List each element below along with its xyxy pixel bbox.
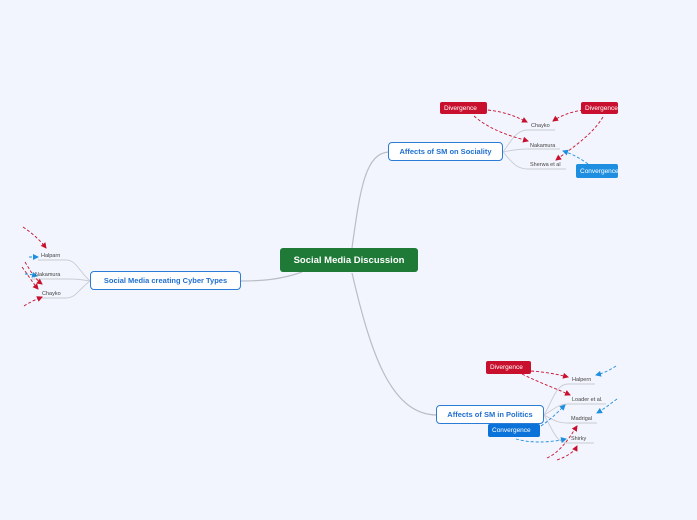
convergence-link: [24, 271, 38, 278]
leaf-halparn[interactable]: Halparn: [41, 253, 61, 259]
connector-politics-madrigal: [543, 414, 597, 424]
branch-politics: [351, 272, 438, 416]
divergence-link: [23, 296, 43, 307]
leaf-madrigal[interactable]: Madrigal: [571, 416, 593, 422]
divergence-link: [556, 445, 578, 461]
convergence-link: [562, 149, 589, 165]
connector-cyber-halparn: [38, 259, 91, 282]
convergence-tag[interactable]: Convergence: [576, 164, 618, 178]
leaf-nakamura[interactable]: Nakamura: [35, 272, 61, 278]
topic-cyber-types[interactable]: Social Media creating Cyber Types: [90, 271, 241, 290]
convergence-link: [540, 404, 566, 427]
connector-sociality-chayko: [502, 129, 555, 153]
central-topic[interactable]: Social Media Discussion: [280, 248, 418, 272]
topic-politics[interactable]: Affects of SM in Politics: [436, 405, 544, 424]
topic-sociality[interactable]: Affects of SM on Sociality: [388, 142, 503, 161]
leaf-shirky[interactable]: Shirky: [571, 436, 587, 442]
connector-cyber-chayko: [38, 280, 91, 299]
connector-cyber-nakamura: [32, 278, 91, 282]
divergence-link: [21, 266, 39, 290]
divergence-link: [546, 425, 578, 459]
convergence-link: [595, 365, 617, 377]
divergence-tag[interactable]: Divergence: [486, 361, 531, 374]
leaf-sherwa-et-al[interactable]: Sherwa et al: [530, 162, 561, 168]
leaf-chayko[interactable]: Chayko: [42, 291, 61, 297]
convergence-link: [515, 437, 567, 444]
leaf-loader-et-al[interactable]: Loader et al.: [572, 397, 603, 403]
divergence-link: [487, 109, 528, 123]
divergence-tag[interactable]: Divergence: [440, 102, 487, 114]
divergence-link: [521, 373, 571, 396]
connector-politics-shirky: [543, 414, 594, 444]
connector-sociality-sherwa: [502, 151, 566, 170]
leaf-halpern[interactable]: Halpern: [572, 377, 592, 383]
connector-politics-loader: [543, 403, 606, 416]
divergence-link: [24, 261, 43, 285]
leaf-chayko[interactable]: Chayko: [531, 123, 550, 129]
divergence-link: [22, 226, 47, 249]
branch-cyber: [239, 271, 303, 282]
connector-politics-halpern: [543, 383, 595, 416]
divergence-link: [555, 116, 604, 161]
divergence-link: [473, 115, 529, 143]
connector-sociality-nakamura: [502, 148, 560, 153]
convergence-link: [596, 398, 618, 414]
divergence-link: [552, 109, 584, 122]
leaf-nakamura[interactable]: Nakamura: [530, 143, 556, 149]
branch-sociality: [351, 151, 391, 249]
divergence-link: [530, 370, 569, 379]
convergence-tag[interactable]: Convergence: [488, 424, 540, 437]
divergence-tag[interactable]: Divergence: [581, 102, 618, 114]
